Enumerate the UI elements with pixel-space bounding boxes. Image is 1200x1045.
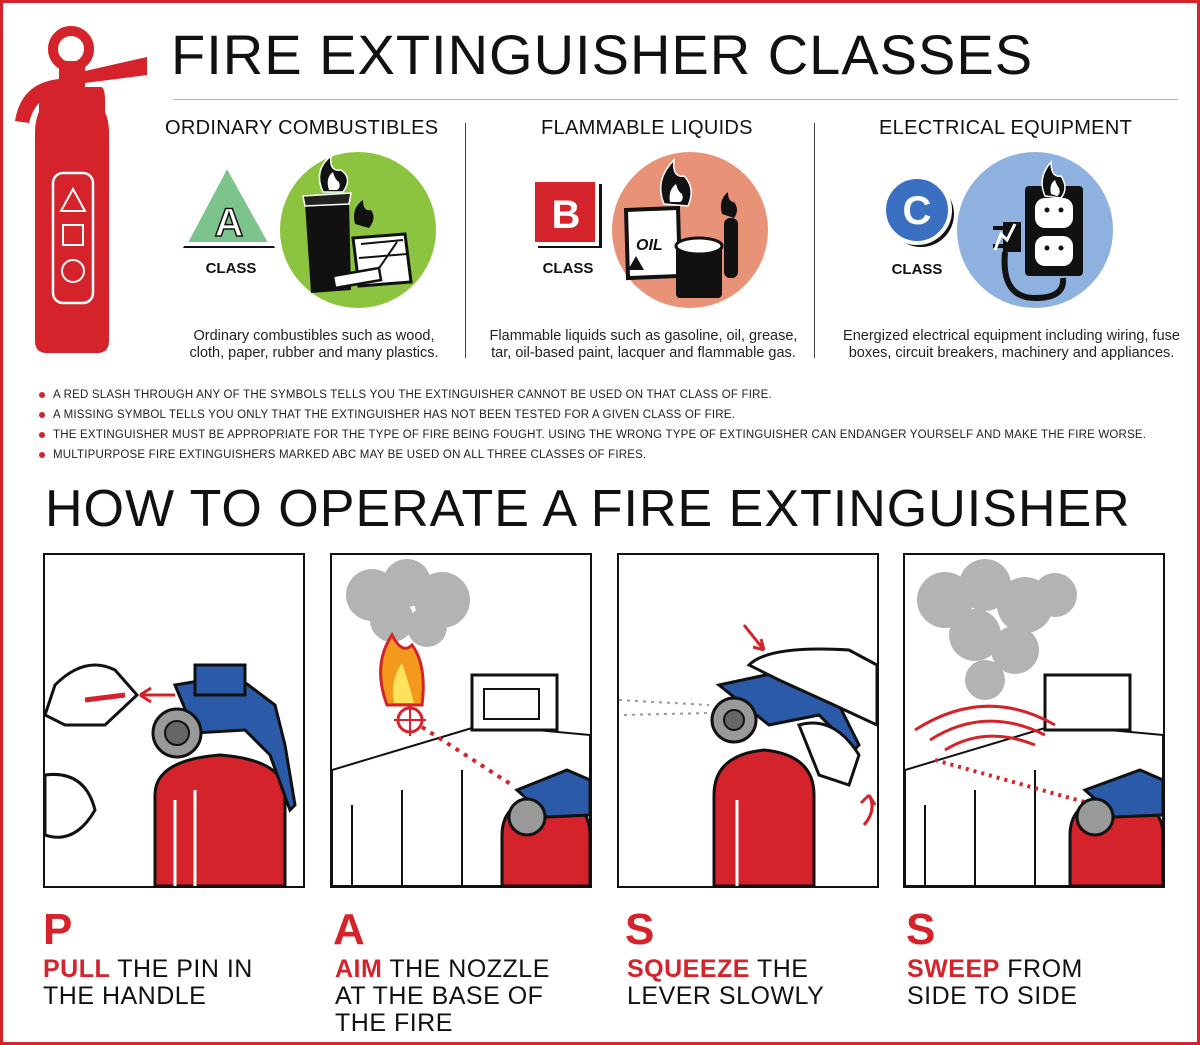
step-keyword: AIM bbox=[335, 955, 383, 983]
step-text-line: THE FIRE bbox=[335, 1009, 453, 1037]
column-divider bbox=[814, 123, 815, 358]
svg-text:OIL: OIL bbox=[636, 237, 663, 254]
class-a-desc-line: cloth, paper, rubber and many plastics. bbox=[189, 345, 439, 361]
class-c-badge bbox=[882, 175, 952, 245]
page-title: FIRE EXTINGUISHER CLASSES bbox=[171, 23, 1034, 86]
step-keyword: SWEEP bbox=[907, 955, 1000, 983]
class-b-desc-line: Flammable liquids such as gasoline, oil,… bbox=[489, 328, 798, 344]
step-keyword: PULL bbox=[43, 955, 111, 983]
note-item: THE EXTINGUISHER MUST BE APPROPRIATE FOR… bbox=[39, 425, 1189, 445]
oil-containers-fire-icon: OIL bbox=[623, 157, 738, 298]
note-item: MULTIPURPOSE FIRE EXTINGUISHERS MARKED A… bbox=[39, 445, 1189, 465]
step-caption-sweep: SWEEP FROM SIDE TO SIDE bbox=[907, 956, 1177, 1010]
step-text-line: FROM bbox=[999, 955, 1083, 983]
note-item: A RED SLASH THROUGH ANY OF THE SYMBOLS T… bbox=[39, 385, 1189, 405]
step-text-line: THE HANDLE bbox=[43, 982, 207, 1010]
class-b-label: CLASS bbox=[543, 260, 594, 277]
step-caption-pull: PULL THE PIN IN THE HANDLE bbox=[43, 956, 313, 1010]
electrical-outlet-fire-icon bbox=[993, 160, 1083, 302]
title-divider bbox=[173, 99, 1178, 100]
step-letter: S bbox=[625, 905, 655, 954]
step-text-line: THE NOZZLE bbox=[382, 955, 550, 983]
class-a-description: Ordinary combustibles such as wood, clot… bbox=[169, 328, 459, 362]
trash-can-and-wood-fire-icon bbox=[302, 154, 413, 293]
step-panel-pull bbox=[43, 553, 305, 888]
class-b-heading: FLAMMABLE LIQUIDS bbox=[541, 117, 753, 139]
class-c-description: Energized electrical equipment including… bbox=[829, 328, 1194, 362]
squeeze-lever-illustration bbox=[619, 624, 877, 886]
class-a-desc-line: Ordinary combustibles such as wood, bbox=[193, 328, 435, 344]
class-a-graphic: A CLASS bbox=[183, 152, 436, 308]
class-b-graphic: OIL B CLASS bbox=[531, 152, 768, 308]
step-letter: S bbox=[906, 905, 936, 954]
note-item: A MISSING SYMBOL TELLS YOU ONLY THAT THE… bbox=[39, 405, 1189, 425]
class-b-badge bbox=[531, 178, 599, 246]
step-caption-squeeze: SQUEEZE THE LEVER SLOWLY bbox=[627, 956, 897, 1010]
notes-list: A RED SLASH THROUGH ANY OF THE SYMBOLS T… bbox=[39, 385, 1189, 465]
step-text-line: SIDE TO SIDE bbox=[907, 982, 1078, 1010]
class-a-letter: A bbox=[215, 201, 244, 245]
class-a-badge bbox=[183, 160, 275, 246]
step-keyword: SQUEEZE bbox=[627, 955, 750, 983]
step-panel-squeeze bbox=[617, 553, 879, 888]
class-c-desc-line: boxes, circuit breakers, machinery and a… bbox=[848, 345, 1175, 361]
step-text-line: THE PIN IN bbox=[110, 955, 253, 983]
step-panel-aim bbox=[330, 553, 592, 888]
class-c-letter: C bbox=[903, 189, 932, 233]
howto-title: HOW TO OPERATE A FIRE EXTINGUISHER bbox=[45, 480, 1131, 538]
step-caption-aim: AIM THE NOZZLE AT THE BASE OF THE FIRE bbox=[335, 956, 610, 1037]
class-c-graphic: C CLASS bbox=[882, 152, 1113, 308]
class-c-desc-line: Energized electrical equipment including… bbox=[843, 328, 1180, 344]
class-c-label: CLASS bbox=[892, 261, 943, 278]
step-text-line: THE bbox=[749, 955, 809, 983]
class-b-letter: B bbox=[552, 193, 581, 237]
pull-pin-illustration bbox=[45, 663, 297, 886]
class-b-description: Flammable liquids such as gasoline, oil,… bbox=[481, 328, 806, 362]
fire-extinguisher-icon bbox=[15, 26, 147, 353]
class-b-desc-line: tar, oil-based paint, lacquer and flamma… bbox=[491, 345, 796, 361]
step-letter: P bbox=[43, 905, 73, 954]
step-text-line: LEVER SLOWLY bbox=[627, 982, 825, 1010]
step-letter: A bbox=[333, 905, 365, 954]
class-a-heading: ORDINARY COMBUSTIBLES bbox=[165, 117, 439, 139]
aim-nozzle-illustration bbox=[332, 559, 590, 886]
sweep-side-to-side-illustration bbox=[905, 559, 1163, 886]
column-divider bbox=[465, 123, 466, 358]
step-text-line: AT THE BASE OF bbox=[335, 982, 544, 1010]
class-c-heading: ELECTRICAL EQUIPMENT bbox=[879, 117, 1133, 139]
class-a-label: CLASS bbox=[206, 260, 257, 277]
step-panel-sweep bbox=[903, 553, 1165, 888]
